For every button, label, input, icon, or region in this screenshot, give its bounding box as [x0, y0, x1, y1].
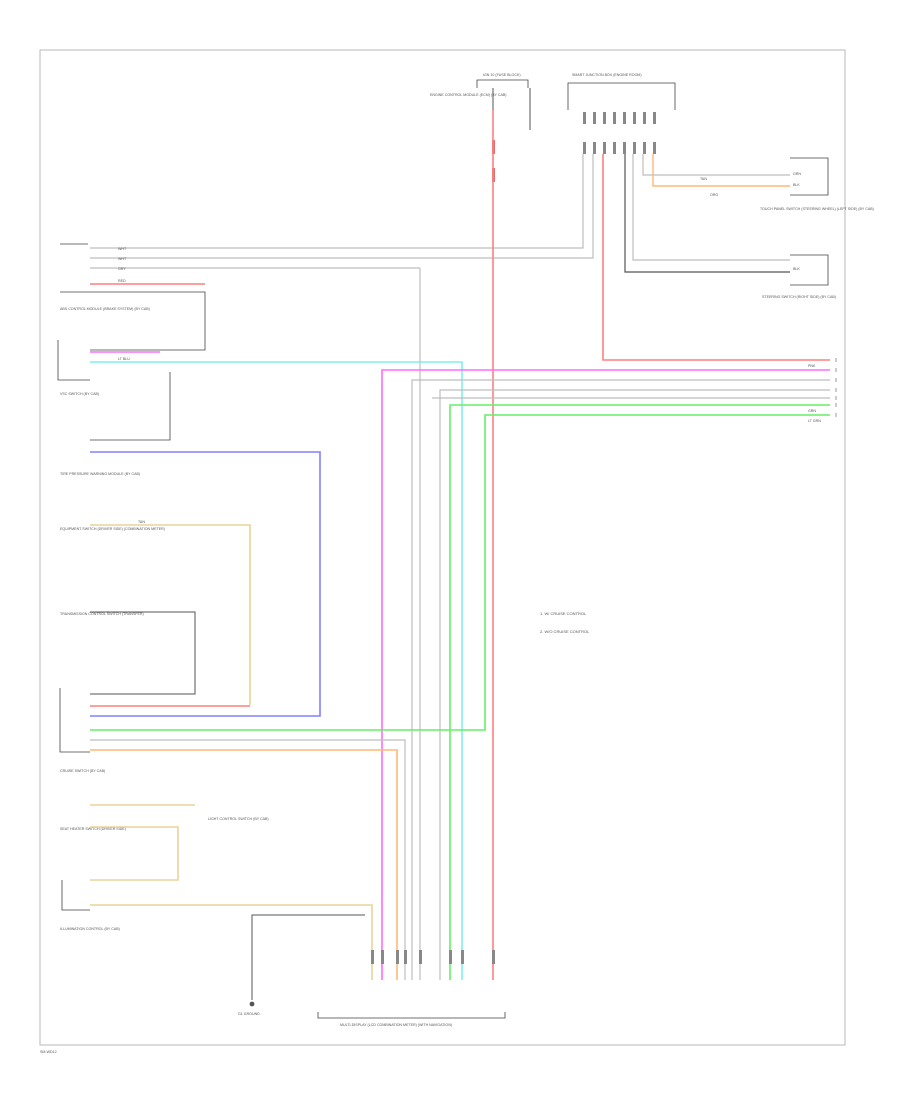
top-wires: TAN ORG WHT WHT GRY RED — [90, 110, 830, 980]
abs-module-label: ABS CONTROL MODULE (BRAKE SYSTEM) (BY CA… — [60, 307, 150, 311]
steering-sensor-label: STEERING SWITCH (RIGHT SIDE) (BY CAB) — [762, 295, 836, 299]
legend-item-2: 2. W/O CRUISE CONTROL — [540, 629, 590, 634]
wire-label-wht-2: WHT — [118, 257, 127, 261]
wire-label-lt-grn: LT GRN — [808, 419, 821, 423]
illumination-label: ILLUMINATION CONTROL (BY CAB) — [60, 927, 120, 931]
transmission-label: TRANSMISSION CONTROL SWITCH (TRANSFER) — [60, 612, 144, 616]
legend-item-1: 1. W/ CRUISE CONTROL — [540, 611, 587, 616]
seat-heater-label: SEAT HEATER SWITCH (DRIVER SIDE) — [60, 827, 126, 831]
steering-switch-pin: BLK — [793, 267, 800, 271]
wire-label-grn: GRN — [808, 409, 816, 413]
smart-junction-box-label: SMART JUNCTION BOX (ENGINE ROOM) — [572, 73, 642, 77]
left-components: ABS CONTROL MODULE (BRAKE SYSTEM) (BY CA… — [57, 243, 206, 931]
ground-label: G1 GROUND — [238, 1012, 260, 1016]
tire-pressure-label: TIRE PRESSURE WARNING MODULE (BY CAB) — [60, 472, 140, 476]
wire-label-wht-1: WHT — [118, 247, 127, 251]
wire-label-tan: TAN — [700, 177, 707, 181]
touch-switch-pin-a: GRN — [793, 172, 801, 176]
ignition-relay-label: IGN 10 (FUSE BLOCK) — [483, 73, 521, 77]
wire-label-pnk: PNK — [808, 364, 816, 368]
vsc-label: VSC SWITCH (BY CAB) — [60, 392, 99, 396]
wire-label-org: ORG — [710, 193, 718, 197]
wire-label-gry: GRY — [118, 267, 126, 271]
multi-display-label: MULTI-DISPLAY (LCD COMBINATION METER) (W… — [340, 1023, 452, 1027]
touch-switch-pin-b: BLK — [793, 183, 800, 187]
touch-panel-label: TOUCH PANEL SWITCH (STEERING WHEEL) (LEF… — [760, 207, 874, 211]
wire-label-tan-2: TAN — [138, 520, 145, 524]
equipment-switch-label: EQUIPMENT SWITCH (DRIVER SIDE) (COMBINAT… — [60, 527, 165, 531]
cruise-switch-label: CRUISE SWITCH (BY CAB) — [60, 769, 105, 773]
light-control-label: LIGHT CONTROL SWITCH (BY CAB) — [208, 817, 269, 821]
wire-label-lt-blu: LT BLU — [118, 357, 130, 361]
left-wires: LT BLU PNK GRN LT GRN TAN LIGHT CONTROL … — [90, 351, 830, 1016]
diagram-frame — [39, 49, 846, 1046]
engine-ecm-label: ENGINE CONTROL MODULE (ECM) (BY CAB) — [430, 93, 506, 97]
top-connectors: IGN 10 (FUSE BLOCK) ENGINE CONTROL MODUL… — [430, 73, 874, 299]
multi-display-connector: MULTI-DISPLAY (LCD COMBINATION METER) (W… — [317, 950, 506, 1027]
wire-label-red-1: RED — [118, 279, 126, 283]
page-reference: SM-WD12 — [40, 1050, 57, 1054]
